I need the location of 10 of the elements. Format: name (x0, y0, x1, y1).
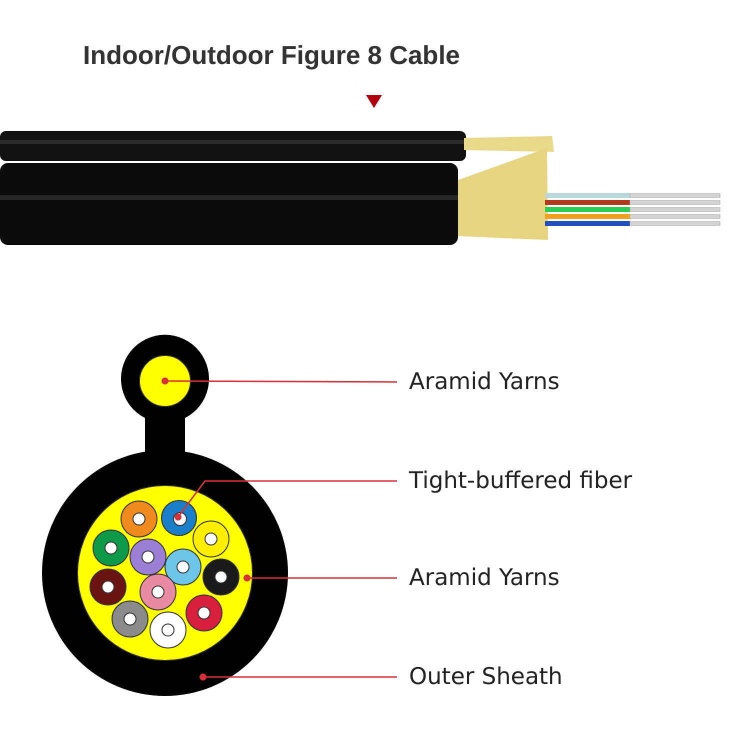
part-label: Tight-buffered fiber (409, 467, 632, 495)
leader-line (200, 674, 397, 680)
leader-line (162, 378, 397, 384)
leader-line (174, 480, 397, 520)
part-label: Outer Sheath (409, 663, 563, 691)
title: Indoor/Outdoor Figure 8 Cable (83, 40, 460, 71)
tight-buffered-fiber (161, 500, 197, 536)
leader-line (244, 574, 397, 582)
part-label: Aramid Yarns (409, 368, 560, 396)
part-label: Aramid Yarns (409, 564, 560, 592)
